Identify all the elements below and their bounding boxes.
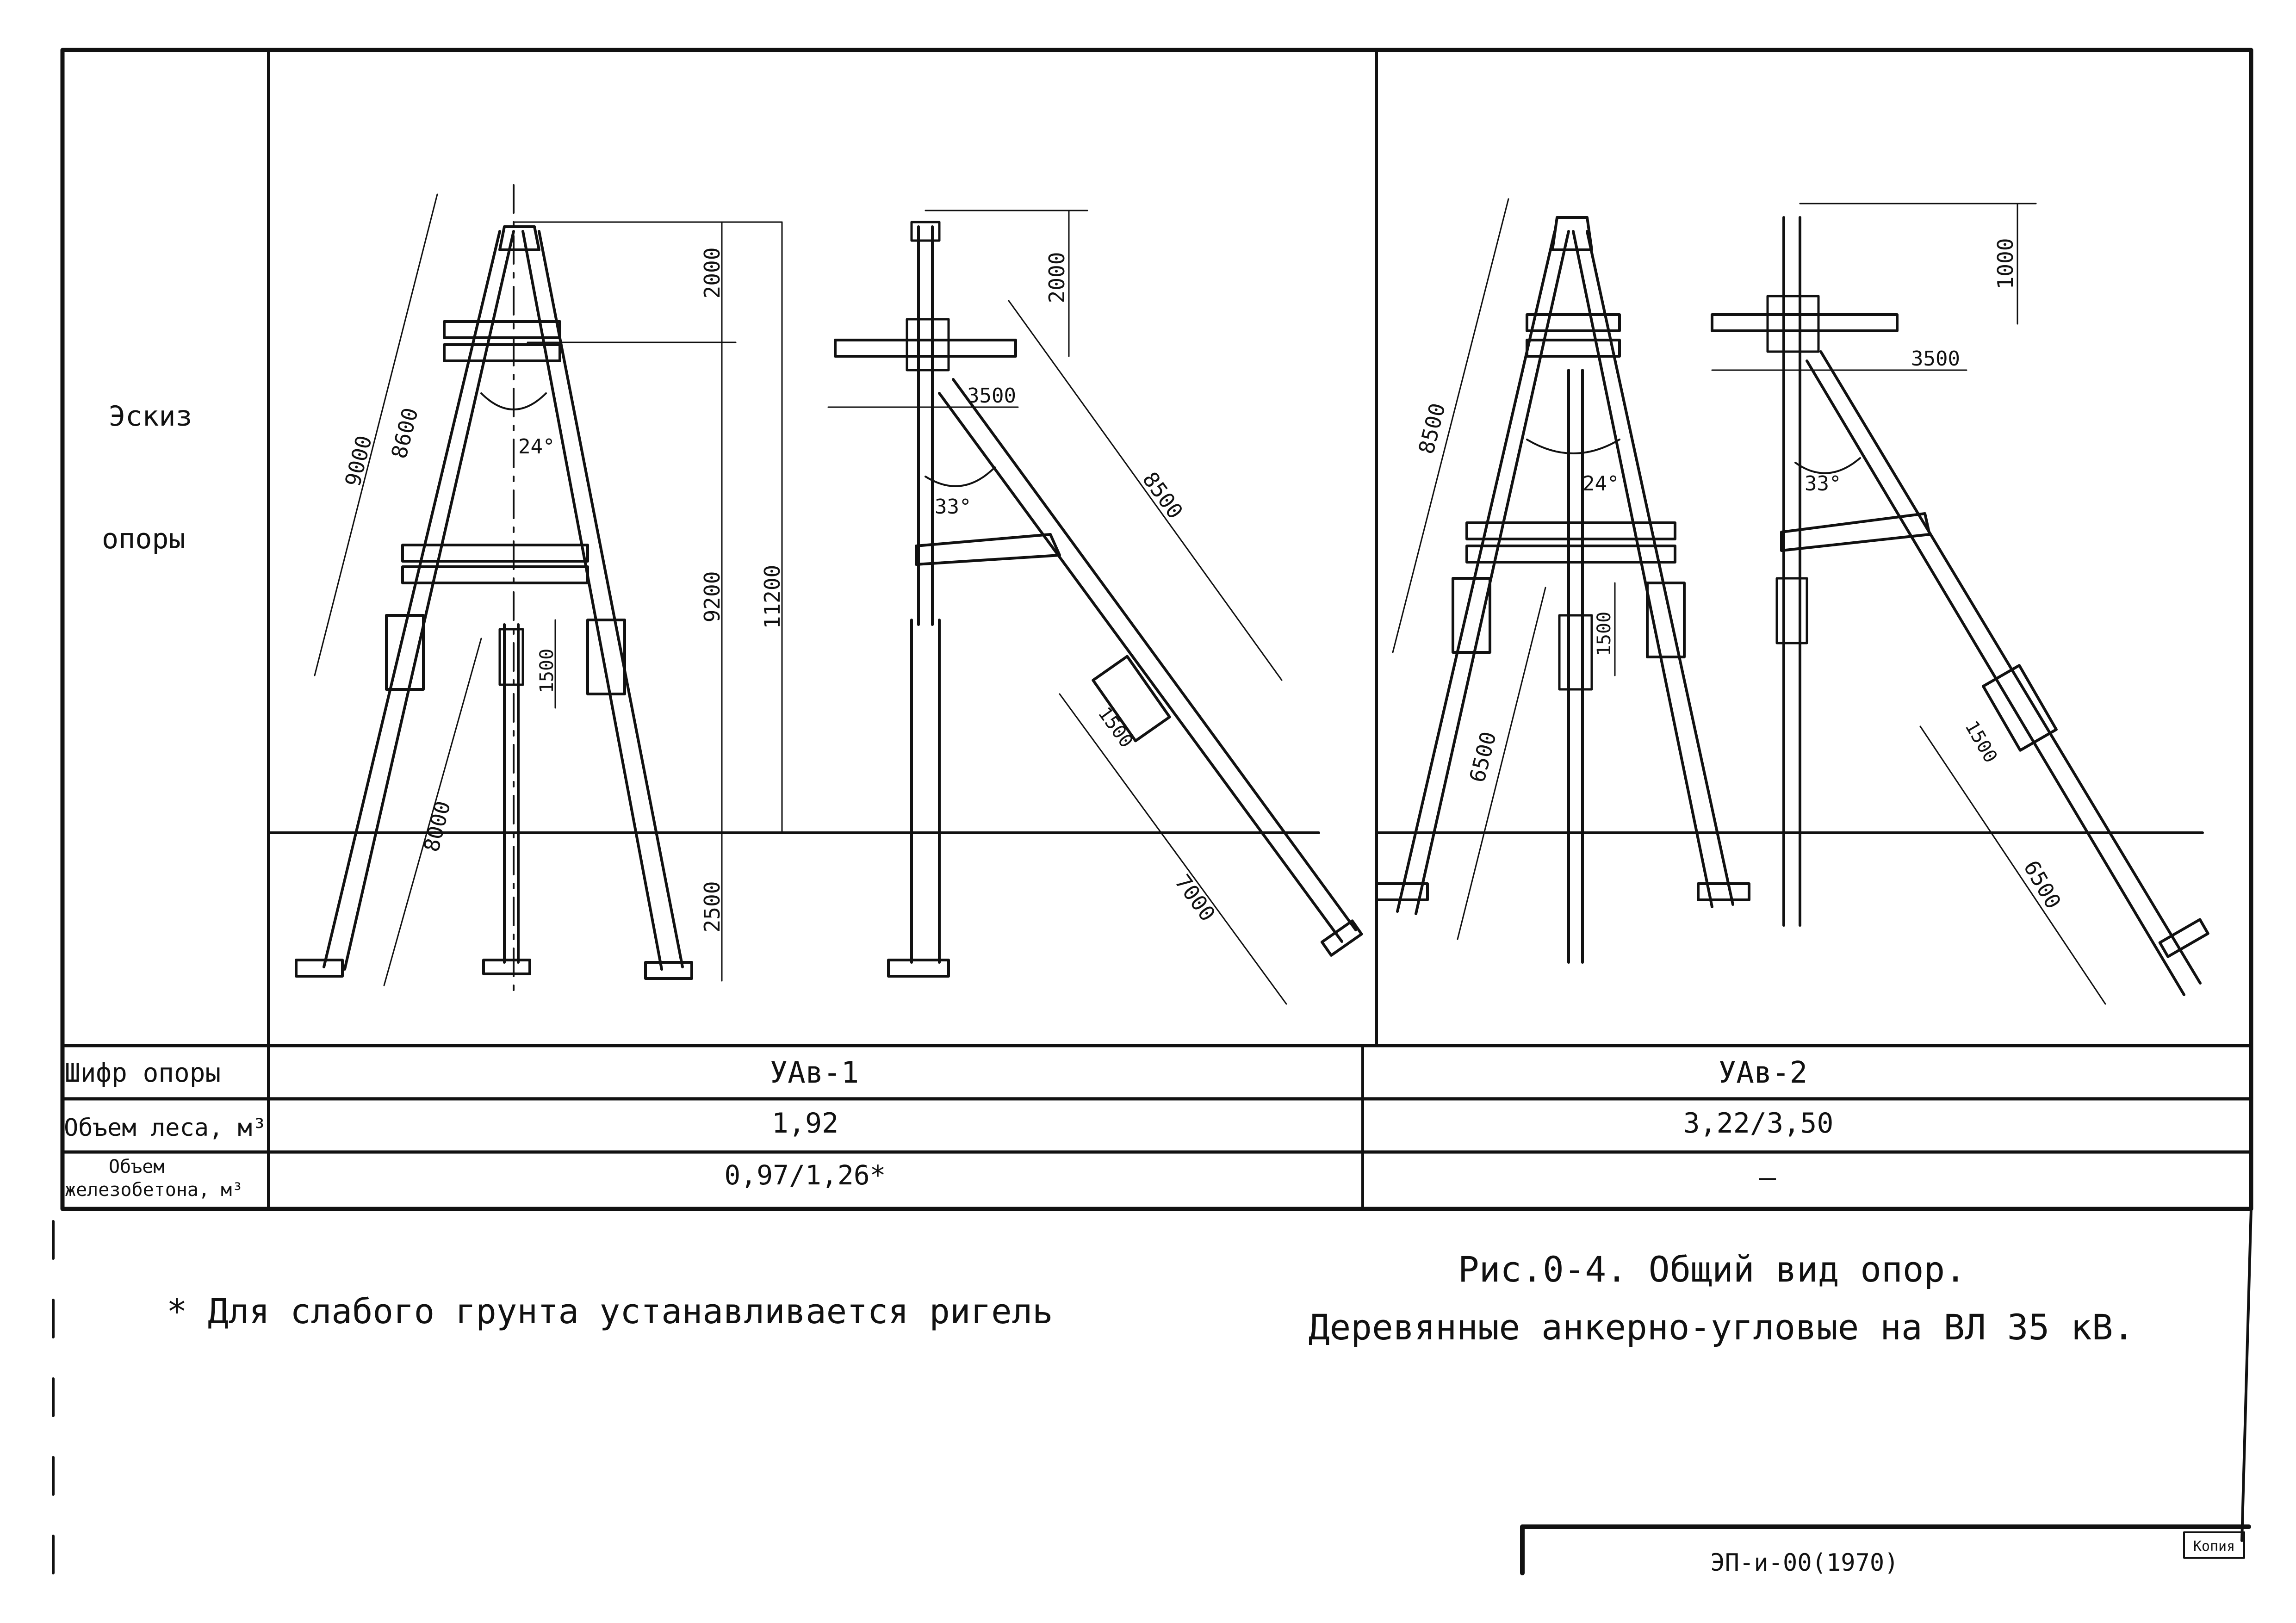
uav1-dim-leg-inner: 8600 [386,405,423,461]
uav1-dim-total: 11200 [760,565,785,629]
stamp-tag: Копия [2193,1538,2235,1555]
sketch-label-2: опоры [102,523,186,555]
uav1-dim-top: 2000 [700,248,725,299]
uav2-code: УАв-2 [1719,1056,1808,1090]
uav1-dim-leg-long: 9000 [340,433,377,489]
uav1-angle-label: 24° [518,435,555,458]
uav2-side-joint: 1500 [1961,717,2001,766]
uav1-side-joint: 1500 [1094,703,1137,752]
uav2-concrete-volume: — [1759,1161,1776,1194]
concrete-volume-row-label-2: железобетона, м³ [65,1179,243,1201]
uav2-dim-joint: 1500 [1594,612,1615,656]
uav2-side-top: 1000 [1993,238,2018,290]
uav1-side-view: 33° 3500 2000 8500 1500 7000 [827,210,1363,1005]
uav1-dim-joint: 1500 [536,649,558,693]
uav1-wood-volume: 1,92 [772,1107,839,1140]
wood-volume-row-label: Объем леса, м³ [64,1114,267,1142]
uav2-side-angle: 33° [1805,472,1841,496]
uav1-dim-mid: 9200 [700,571,725,623]
uav2-wood-volume: 3,22/3,50 [1683,1107,1833,1140]
uav1-code: УАв-1 [770,1056,859,1090]
footnote: * Для слабого грунта устанавливается риг… [167,1292,1053,1332]
uav2-angle-label: 24° [1582,472,1619,496]
sketch-label-1: Эскиз [109,400,192,433]
title-stamp: ЭП-и-00(1970) Копия [1520,1524,2251,1577]
uav2-front-view: 24° 8500 6500 1500 [1375,198,1750,964]
uav2-side-view: 33° 3500 1000 1500 6500 [1711,203,2209,1005]
stamp-code: ЭП-и-00(1970) [1711,1549,1899,1577]
uav1-side-angle: 33° [935,495,971,519]
uav1-dim-leg-low: 8000 [419,799,455,855]
uav2-side-arm: 3500 [1911,347,1960,371]
uav2-dim-leg-low: 6500 [1464,729,1501,785]
uav1-concrete-volume: 0,97/1,26* [724,1159,886,1191]
table-frame [52,48,2253,1611]
concrete-volume-row-label-1: Объем [109,1156,164,1177]
uav1-side-foot: 7000 [1170,870,1221,926]
uav1-front-view: 24° 2000 9200 11200 2500 9000 8600 8000 … [295,184,785,996]
code-row-label: Шифр опоры [65,1058,221,1088]
uav1-dim-below: 2500 [700,881,725,933]
figure-caption-line2: Деревянные анкерно-угловые на ВЛ 35 кВ. [1309,1307,2134,1348]
uav1-side-arm: 3500 [967,384,1016,408]
uav1-side-top: 2000 [1044,252,1069,304]
figure-caption-line1: Рис.0-4. Общий вид опор. [1458,1249,1966,1290]
uav1-side-brace: 8500 [1138,467,1188,523]
